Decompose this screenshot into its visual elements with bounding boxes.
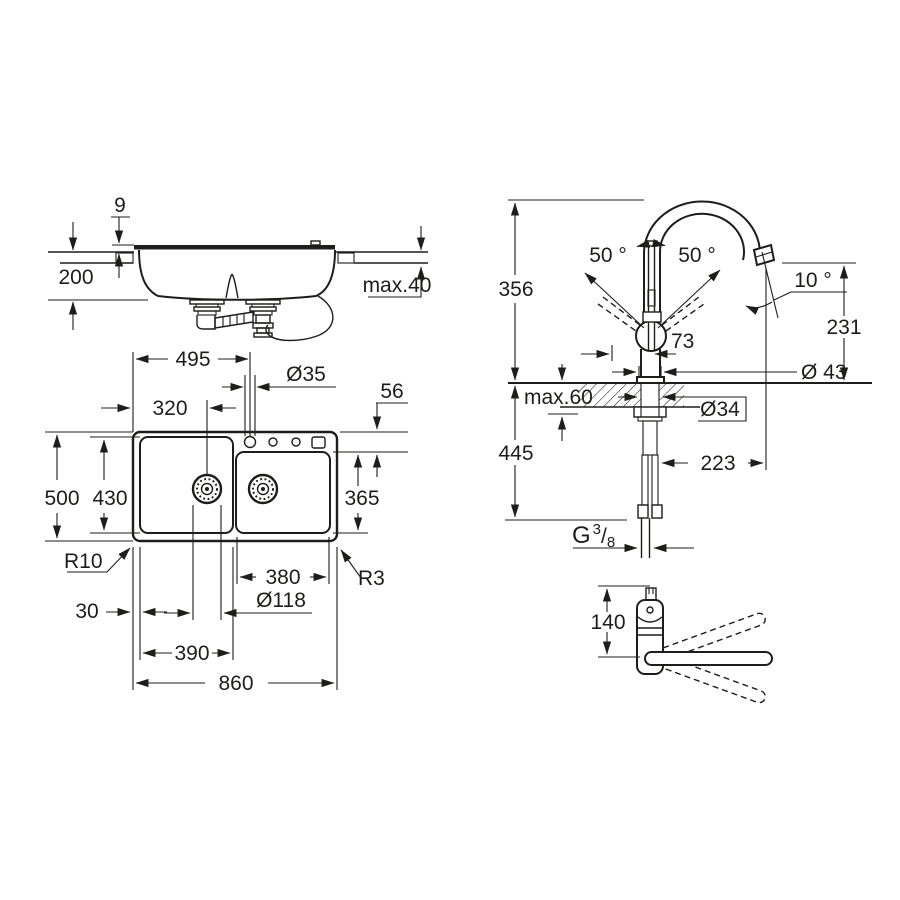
supply-hoses — [637, 454, 663, 558]
lever-dashed-down — [649, 652, 766, 704]
overflow-knob — [310, 240, 321, 246]
right-drain-assembly — [245, 299, 281, 338]
dim-label-320: 320 — [152, 397, 187, 420]
dim-right-bowl-depth: 365 — [333, 454, 380, 534]
dim-shank-dia: Ø34 — [618, 392, 747, 422]
deck-hole-2 — [291, 437, 301, 447]
dim-label-445: 445 — [498, 442, 533, 465]
dim-label-r10: R10 — [64, 550, 103, 573]
callout-outer-radius: R10 — [64, 547, 131, 573]
dim-label-r3: R3 — [358, 567, 385, 590]
basin-divider — [225, 273, 239, 299]
spout-outer-arc — [643, 200, 761, 264]
dim-left-bowl-width: 390 — [142, 547, 234, 665]
dim-spout-angle: 10 ° — [745, 251, 847, 319]
dim-handle-offset: 73 — [581, 330, 694, 361]
dim-label-365: 365 — [344, 487, 379, 510]
sink-side-section-view: 9 200 max.40 — [48, 194, 432, 342]
dim-label-73: 73 — [671, 330, 694, 353]
dim-drain-from-left: 320 — [101, 397, 236, 474]
dim-spout-top-height: 356 — [498, 199, 644, 381]
dim-tap-from-left: 495 — [132, 348, 251, 436]
dim-label-d43: Ø 43 — [801, 361, 847, 384]
dim-overall-width: 860 — [135, 547, 338, 695]
dim-outlet-height: 231 — [782, 262, 862, 381]
sink-top-view: 495 Ø35 56 320 — [44, 348, 408, 695]
dim-label-200: 200 — [58, 266, 93, 289]
deck-hatch-right — [659, 384, 684, 407]
dim-label-356: 356 — [498, 278, 533, 301]
lever-dashed-up — [649, 612, 766, 664]
overflow-hose — [265, 295, 334, 342]
faucet-front-view: 356 445 231 50 ° 50 ° — [498, 199, 872, 558]
dim-side-margin: 30 — [75, 547, 167, 690]
dim-label-380: 380 — [265, 566, 300, 589]
trap-pipe — [214, 311, 254, 329]
deck-pushbutton — [311, 436, 326, 449]
dim-tap-hole-dia: Ø35 — [222, 363, 336, 436]
faucet-body-side — [636, 587, 664, 675]
dim-body-height: 140 — [590, 585, 650, 658]
dim-label-223: 223 — [700, 452, 735, 475]
dim-label-390: 390 — [174, 642, 209, 665]
lever-solid — [644, 651, 773, 666]
sink-outer-edge — [131, 430, 339, 543]
callout-bowl-radius: R3 — [340, 549, 385, 590]
sink-rim — [134, 245, 335, 250]
dim-label-140: 140 — [590, 611, 625, 634]
deck-hatch-left — [578, 384, 641, 407]
dim-bowl-depth: 200 — [48, 222, 148, 330]
dim-base-dia: Ø 43 — [612, 361, 847, 384]
dim-overall-depth: 500 — [44, 431, 133, 542]
left-drain-top — [191, 473, 223, 505]
deck-hole-1 — [268, 437, 278, 447]
dim-label-231: 231 — [826, 316, 861, 339]
spout-aerator — [752, 243, 776, 267]
dim-label-430: 430 — [92, 487, 127, 510]
dim-label-d118: Ø118 — [256, 589, 306, 612]
dim-label-50-left: 50 ° — [589, 244, 627, 267]
spout-inner-arc — [658, 212, 745, 261]
dim-label-10: 10 ° — [794, 269, 832, 292]
dim-label-max60: max.60 — [524, 386, 593, 409]
dim-spout-reach: 223 — [661, 268, 767, 475]
dim-label-860: 860 — [218, 672, 253, 695]
dim-drain-dia: Ø118 — [164, 505, 312, 620]
dim-label-30: 30 — [75, 600, 98, 623]
dim-rim-height: 9 — [111, 194, 134, 278]
dim-label-495: 495 — [175, 348, 210, 371]
ball-joint — [635, 320, 667, 352]
dim-label-500: 500 — [44, 487, 79, 510]
dim-label-50-right: 50 ° — [678, 244, 716, 267]
dim-label-56: 56 — [380, 380, 403, 403]
dim-label-9: 9 — [114, 194, 126, 217]
basin-outline — [138, 249, 336, 301]
faucet-handle-side-view: 140 — [590, 585, 773, 704]
dim-rear-deck: 56 — [333, 380, 408, 477]
left-drain-assembly — [189, 299, 225, 330]
dim-right-bowl-width: 380 — [236, 537, 330, 589]
dim-counter-thickness: max.40 — [363, 226, 432, 298]
dim-below-counter: 445 — [498, 385, 627, 521]
dim-label-max40: max.40 — [363, 274, 432, 297]
left-bowl — [139, 436, 234, 534]
right-bowl — [235, 451, 331, 534]
dim-bowls-depth: 430 — [90, 436, 140, 534]
dim-label-d35: Ø35 — [286, 363, 326, 386]
mounting-shank — [633, 382, 667, 456]
dim-counter-max: max.60 — [524, 364, 593, 441]
dim-label-d34: Ø34 — [700, 398, 740, 421]
dim-handle-swing: 50 ° 50 ° — [584, 239, 721, 332]
right-drain-top — [247, 473, 279, 505]
counter-hatch-right — [337, 252, 355, 264]
tap-hole — [243, 435, 257, 449]
